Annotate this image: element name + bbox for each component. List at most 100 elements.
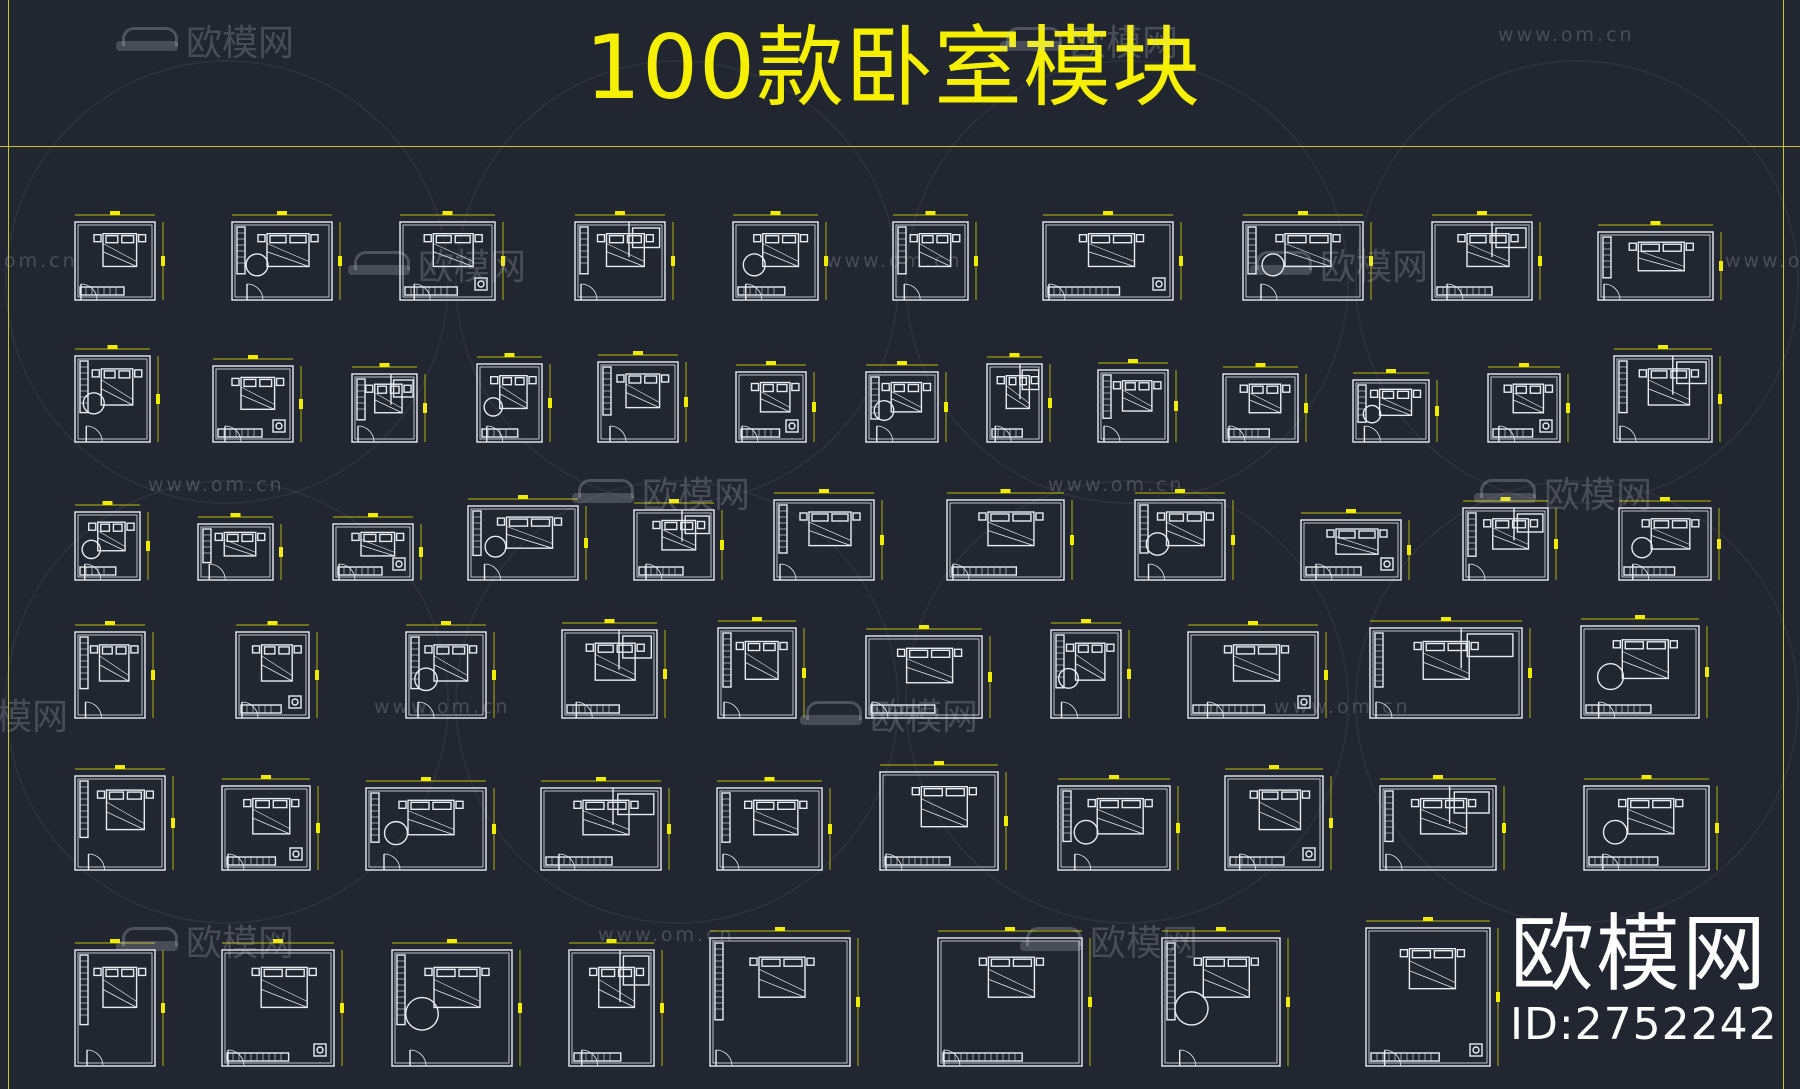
floor-plan-drawing	[773, 489, 884, 581]
floor-plan-drawing	[231, 211, 342, 301]
bedroom-floor-plan	[1229, 210, 1379, 312]
bedroom-floor-plan	[696, 926, 866, 1078]
bedroom-floor-plan	[61, 938, 171, 1078]
bedroom-floor-plan	[584, 350, 694, 454]
bedroom-floor-plan	[561, 210, 681, 312]
bedroom-floor-plan	[973, 352, 1058, 454]
floor-plan-drawing	[74, 765, 175, 871]
brand-stamp: 欧模网 ID:2752242	[1510, 908, 1778, 1050]
floor-plan-drawing	[568, 939, 664, 1067]
sofa-logo-icon	[800, 699, 862, 729]
floor-plan-drawing	[1618, 497, 1721, 581]
floor-plan-drawing	[221, 775, 320, 871]
watermark-url: www.om.cn	[1498, 24, 1635, 46]
watermark-brand: 欧模网	[348, 238, 526, 290]
floor-plan-drawing	[74, 345, 160, 443]
frame-left-border	[8, 0, 9, 1089]
bedroom-floor-plan	[1418, 210, 1548, 312]
floor-plan-drawing	[561, 619, 667, 719]
watermark-circle	[1355, 480, 1799, 924]
floor-plan-drawing	[717, 617, 806, 719]
bedroom-floor-plan	[1339, 368, 1445, 454]
floor-plan-drawing	[74, 939, 165, 1067]
bedroom-floor-plan	[1352, 916, 1506, 1078]
floor-plan-drawing	[732, 211, 828, 301]
bedroom-floor-plan	[1600, 344, 1728, 454]
bedroom-floor-plan	[1037, 618, 1137, 730]
frame-top-rule	[0, 146, 1800, 147]
watermark-brand: 欧模网	[1000, 14, 1178, 66]
bedroom-floor-plan	[1174, 620, 1334, 730]
bedroom-floor-plan	[338, 362, 433, 454]
brand-id: ID:2752242	[1510, 999, 1778, 1050]
bedroom-floor-plan	[1567, 614, 1715, 730]
watermark-url: www.om.cn	[598, 924, 735, 946]
floor-plan-drawing	[74, 621, 155, 719]
floor-plan-drawing	[1187, 621, 1328, 719]
bedroom-floor-plan	[319, 512, 429, 592]
floor-plan-drawing	[879, 761, 1008, 871]
watermark-brand: 欧模网	[1250, 238, 1428, 290]
bedroom-floor-plan	[704, 616, 812, 730]
bedroom-floor-plan	[879, 210, 984, 312]
sofa-logo-icon	[1250, 249, 1312, 279]
floor-plan-drawing	[1352, 369, 1439, 443]
floor-plan-drawing	[865, 625, 992, 719]
floor-plan-drawing	[865, 361, 948, 443]
bedroom-floor-plan	[1044, 774, 1186, 882]
bedroom-floor-plan	[1366, 774, 1512, 882]
bedroom-floor-plan	[454, 494, 594, 592]
watermark-brand: 欧模网	[1020, 914, 1198, 966]
watermark-url-partial: om.cn	[4, 250, 78, 272]
watermark-brand: 欧模网	[116, 14, 294, 66]
bedroom-floor-plan	[61, 764, 181, 882]
floor-plan-drawing	[74, 501, 150, 581]
watermark-url: www.om.cn	[1274, 696, 1411, 718]
sofa-logo-icon	[1000, 25, 1062, 55]
watermark-brand-partial: 模网	[0, 697, 69, 738]
bedroom-floor-plan	[1209, 362, 1314, 454]
watermark-circle	[905, 480, 1349, 924]
floor-plan-drawing	[1050, 619, 1131, 719]
bedroom-floor-plan	[719, 210, 834, 312]
sofa-logo-icon	[348, 249, 410, 279]
bedroom-floor-plan	[1449, 496, 1564, 592]
bedroom-floor-plan	[852, 624, 998, 730]
bedroom-floor-plan	[463, 352, 558, 454]
bedroom-floor-plan	[852, 360, 954, 454]
sofa-logo-icon	[116, 925, 178, 955]
floor-plan-drawing	[467, 495, 588, 581]
floor-plan-drawing	[1431, 211, 1542, 301]
floor-plan-drawing	[221, 939, 344, 1067]
floor-plan-drawing	[937, 927, 1092, 1067]
floor-plan-drawing	[74, 211, 165, 301]
bedroom-floor-plan	[1356, 616, 1538, 730]
watermark-brand: 欧模网	[572, 466, 750, 518]
floor-plan-drawing	[1379, 775, 1506, 871]
watermark-brand: 欧模网	[116, 914, 294, 966]
bedroom-floor-plan	[218, 210, 348, 312]
bedroom-floor-plan	[61, 344, 166, 454]
bedroom-floor-plan	[222, 620, 325, 730]
bedroom-floor-plan	[548, 618, 673, 730]
floor-plan-drawing	[986, 353, 1052, 443]
floor-plan-drawing	[1580, 615, 1709, 719]
bedroom-floor-plan	[1584, 220, 1729, 312]
watermark-url: www.om.cn	[148, 474, 285, 496]
floor-plan-drawing	[597, 351, 688, 443]
bedroom-floor-plan	[61, 500, 156, 592]
bedroom-floor-plan	[378, 938, 528, 1078]
floor-plan-drawing	[1369, 617, 1532, 719]
bedroom-floor-plan	[703, 776, 838, 882]
floor-plan-drawing	[332, 513, 423, 581]
bedroom-floor-plan	[61, 620, 161, 730]
floor-plan-drawing	[540, 777, 671, 871]
floor-plan-drawing	[1161, 927, 1290, 1067]
floor-plan-drawing	[212, 355, 303, 443]
bedroom-floor-plan	[61, 210, 171, 312]
floor-plan-drawing	[1224, 765, 1333, 871]
floor-plan-drawing	[1583, 775, 1719, 871]
watermark-url: www.om.cn	[374, 696, 511, 718]
floor-plan-drawing	[351, 363, 427, 443]
